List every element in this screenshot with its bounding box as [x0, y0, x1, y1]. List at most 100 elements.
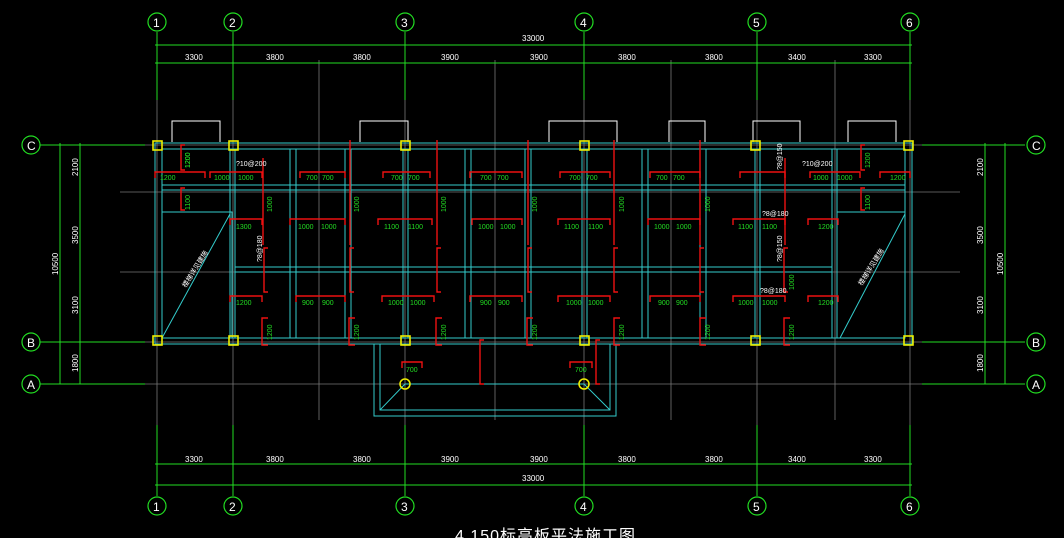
rebar-labels-canopy: 700 700	[406, 367, 587, 374]
rebar-label: 1000	[478, 224, 494, 231]
rebar-labels-top: 1200 1000 1000 700 700 700 700 700 700 7…	[160, 175, 906, 182]
rebar-label: 1100	[408, 224, 423, 231]
rebar-label: 700	[406, 367, 418, 374]
rebar-label: 1000	[532, 196, 539, 212]
dim-span: 3800	[705, 53, 723, 62]
rebar-label: 1000	[500, 224, 516, 231]
dim-bottom-total: 33000	[522, 474, 545, 483]
dim-right-span: 3100	[976, 296, 985, 314]
rebar-label: 1000	[619, 196, 626, 212]
dim-left-span: 2100	[71, 158, 80, 176]
axis-label-3: 3	[401, 500, 408, 514]
dim-span: 3900	[530, 53, 548, 62]
rebar-label: 900	[676, 300, 688, 307]
dim-span: 3800	[353, 53, 371, 62]
axis-label-a: A	[1032, 378, 1040, 392]
rebar-label: 1100	[738, 224, 753, 231]
column	[228, 335, 239, 346]
rebar-label: 900	[498, 300, 510, 307]
dim-span: 3900	[441, 455, 459, 464]
beam-outlines	[154, 142, 913, 417]
column	[903, 335, 914, 346]
rebar-label: 1000	[654, 224, 670, 231]
columns	[152, 140, 914, 390]
roof-openings	[171, 120, 897, 142]
axis-label-2: 2	[229, 16, 236, 30]
column	[750, 335, 761, 346]
rebar-label: 1000	[354, 196, 361, 212]
column	[578, 378, 590, 390]
rebar-label: 1200	[818, 224, 834, 231]
axis-label-2: 2	[229, 500, 236, 514]
rebar-label: 700	[497, 175, 509, 182]
rebar-label: 1100	[762, 224, 777, 231]
axis-label-6: 6	[906, 16, 913, 30]
dim-span: 3300	[864, 53, 882, 62]
dim-span: 3400	[788, 53, 806, 62]
axis-label-5: 5	[753, 16, 760, 30]
column	[400, 335, 411, 346]
dim-right-span: 3500	[976, 226, 985, 244]
dim-left-span: 1800	[71, 354, 80, 372]
dim-span: 3300	[864, 455, 882, 464]
rebar-label: 1200	[705, 324, 712, 340]
rebar-label: 1200	[267, 324, 274, 340]
column	[152, 140, 163, 151]
rebar-label: 1100	[564, 224, 579, 231]
rebar-label: 900	[302, 300, 314, 307]
slab-note: ?10@200	[236, 161, 267, 168]
dim-span: 3800	[353, 455, 371, 464]
rebar-label: 1200	[185, 152, 192, 168]
rebar-labels-vertical: 1200 1100 1000 1000 1000 1000 1000 1000 …	[185, 152, 872, 290]
rebar-label: 700	[673, 175, 685, 182]
dim-span: 3800	[266, 455, 284, 464]
dimension-lines	[40, 32, 1025, 496]
rebar-label: 1000	[321, 224, 337, 231]
axis-label-6: 6	[906, 500, 913, 514]
rebar-label: 900	[480, 300, 492, 307]
slab-note: ?8@150	[777, 235, 784, 262]
rebar-label: 1000	[813, 175, 829, 182]
rebar-label: 1200	[236, 300, 252, 307]
rebar-label: 1000	[789, 274, 796, 290]
rebar-label: 900	[658, 300, 670, 307]
rebar-label: 1000	[588, 300, 604, 307]
rebar-label: 1000	[676, 224, 692, 231]
slab-note: ?8@180	[760, 288, 787, 295]
dim-right-span: 1800	[976, 354, 985, 372]
rebar-label: 1100	[384, 224, 399, 231]
axis-label-5: 5	[753, 500, 760, 514]
rebar-label: 700	[586, 175, 598, 182]
dim-span: 3300	[185, 53, 203, 62]
dim-span: 3800	[705, 455, 723, 464]
slab-note: ?8@180	[762, 211, 789, 218]
column	[750, 140, 761, 151]
rebar-label: 1200	[818, 300, 834, 307]
rebar-label: 1000	[388, 300, 404, 307]
axis-bubbles-left	[21, 135, 41, 394]
rebar-label: 1100	[865, 195, 872, 210]
axis-label-c: C	[27, 139, 36, 153]
axis-bubbles-top	[147, 12, 920, 32]
dim-left-span: 3100	[71, 296, 80, 314]
grid-lines	[45, 40, 1020, 440]
rebar-label: 1200	[354, 324, 361, 340]
axis-label-4: 4	[580, 500, 587, 514]
rebar-label: 1200	[532, 324, 539, 340]
dim-bottom-spans: 3300 3800 3800 3900 3900 3800 3800 3400 …	[185, 455, 882, 464]
column	[579, 335, 590, 346]
drawing-title: 4.150标高板平法施工图	[455, 527, 636, 538]
dim-top-total: 33000	[522, 34, 545, 43]
axis-label-c: C	[1032, 139, 1041, 153]
axis-bubbles-right	[1026, 135, 1046, 394]
rebar-label: 1200	[441, 324, 448, 340]
rebar-label: 700	[575, 367, 587, 374]
rebar-label: 1000	[738, 300, 754, 307]
stair-note-right: 楼梯详见建施	[856, 247, 886, 287]
rebar-labels-bottom: 1200 1200 1200 1200 1200 1200 1200 1200	[185, 152, 796, 340]
rebar-label: 1000	[238, 175, 254, 182]
axis-bubbles-bottom	[147, 496, 920, 516]
dim-left-span: 3500	[71, 226, 80, 244]
rebar-label: 1300	[236, 224, 252, 231]
